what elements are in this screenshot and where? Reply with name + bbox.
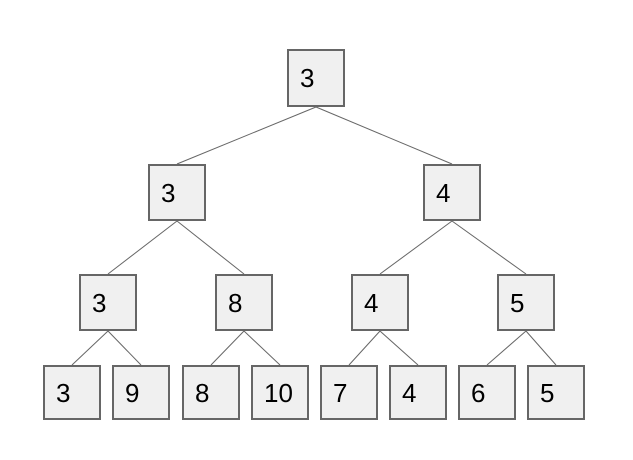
tree-node-leaf-4: 7 (320, 365, 378, 420)
tree-edge (451, 220, 527, 275)
tree-node-l3-0: 3 (79, 274, 137, 331)
tree-node-leaf-7: 5 (527, 365, 585, 420)
tree-edge (525, 330, 557, 366)
tree-edge (71, 330, 109, 366)
tree-edge (379, 220, 453, 275)
tree-node-leaf-5: 4 (389, 365, 447, 420)
tree-node-leaf-6: 6 (458, 365, 516, 420)
tree-node-l3-1: 8 (215, 274, 273, 331)
tree-node-leaf-1: 9 (112, 365, 170, 420)
tree-edge (107, 330, 142, 366)
tree-edge (210, 330, 245, 366)
tree-node-leaf-2: 8 (182, 365, 240, 420)
tree-edge (176, 106, 317, 165)
tree-node-root: 3 (287, 49, 345, 107)
tree-node-l2-left: 3 (148, 164, 206, 221)
tree-node-l3-2: 4 (351, 274, 409, 331)
tree-node-l3-3: 5 (497, 274, 555, 331)
tree-edge (379, 330, 419, 366)
tree-edge (486, 330, 527, 366)
tree-node-l2-right: 4 (423, 164, 481, 221)
tree-node-leaf-0: 3 (43, 365, 101, 420)
tree-edge (107, 220, 178, 275)
tree-edge (315, 106, 453, 165)
tree-node-leaf-3: 10 (251, 365, 309, 420)
tree-edge (243, 330, 281, 366)
tree-edge (348, 330, 381, 366)
tree-edge (176, 220, 245, 275)
